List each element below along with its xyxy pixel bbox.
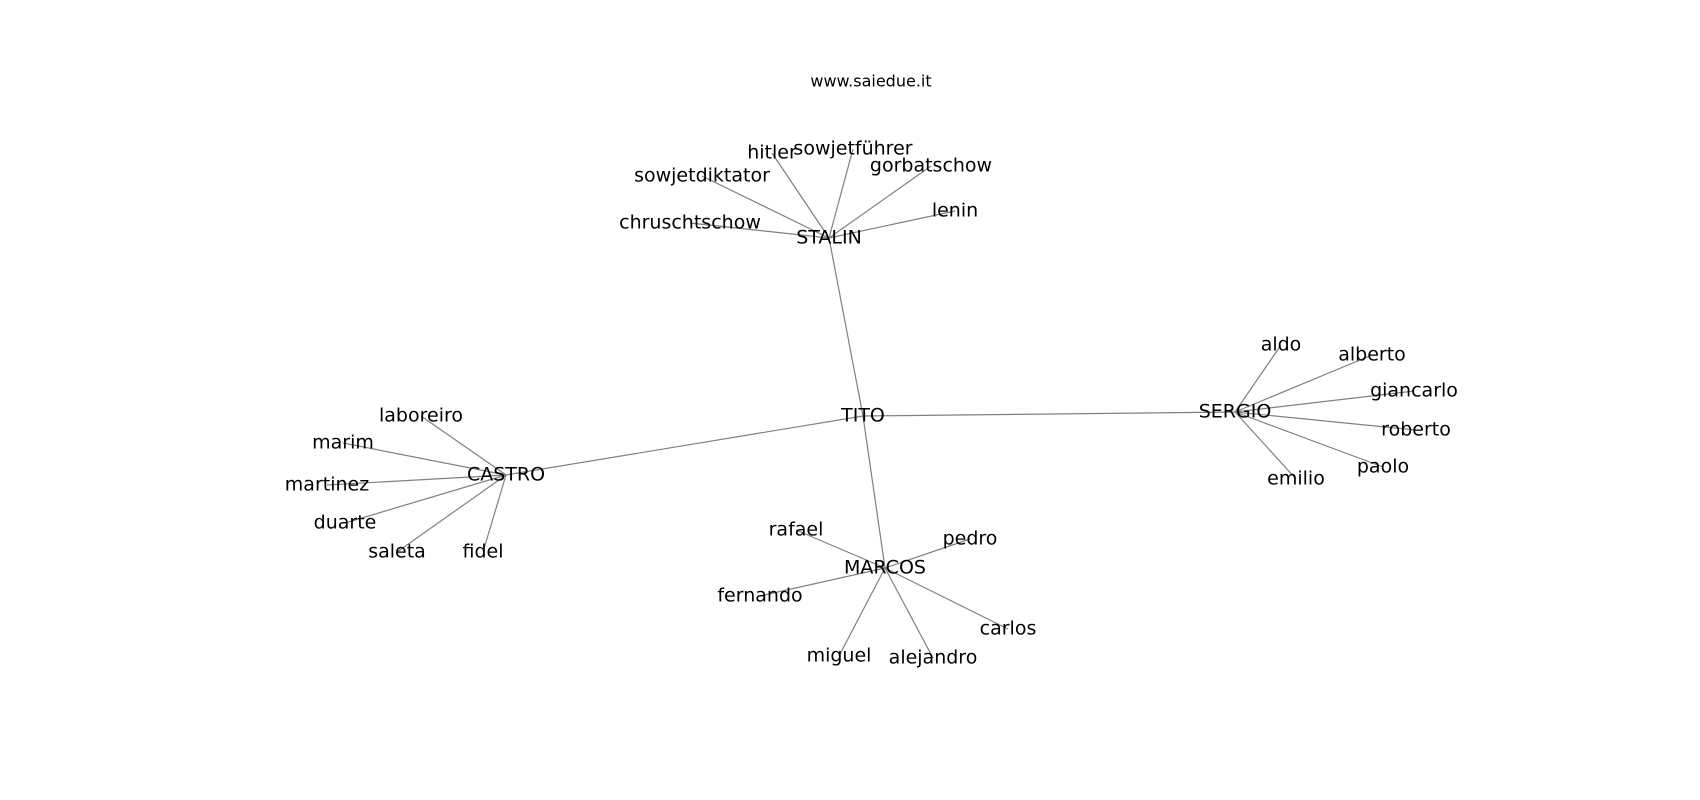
edge-stalin-sowjetführer [828,148,854,239]
edge-tito-stalin [828,237,864,417]
edge-castro-laboreiro [420,415,507,476]
edge-marcos-miguel [838,567,886,657]
node-label-martinez: martinez [285,474,369,496]
edge-marcos-pedro [884,538,971,569]
node-label-alberto: alberto [1338,344,1406,366]
node-label-sowjetführer: sowjetführer [793,138,912,160]
node-label-laboreiro: laboreiro [379,405,463,427]
edge-marcos-alejandro [884,567,934,659]
edge-tito-sergio [862,411,1236,417]
edges-group [326,148,1417,659]
edge-sergio-aldo [1234,344,1282,413]
edge-sergio-giancarlo [1234,390,1415,413]
node-label-roberto: roberto [1381,419,1451,441]
node-label-lenin: lenin [932,200,978,222]
edge-stalin-hitler [771,152,830,239]
edge-castro-martinez [326,474,507,486]
edge-sergio-emilio [1234,411,1297,480]
node-label-fidel: fidel [463,541,504,563]
edge-castro-fidel [482,474,507,553]
node-label-hitler: hitler [747,142,797,164]
node-label-miguel: miguel [807,645,872,667]
node-label-giancarlo: giancarlo [1370,380,1458,402]
edge-castro-saleta [396,474,507,553]
edge-sergio-alberto [1234,354,1373,413]
edge-stalin-gorbatschow [828,165,932,239]
watermark-text: www.saiedue.it [810,72,931,91]
node-label-chruschtschow: chruschtschow [619,212,761,234]
node-label-sowjetdiktator: sowjetdiktator [634,165,770,187]
edge-sergio-roberto [1234,411,1417,431]
node-label-aldo: aldo [1261,334,1302,356]
edge-castro-marim [342,442,507,476]
node-label-marim: marim [312,432,374,454]
node-label-sergio: SERGIO [1199,401,1272,423]
edge-marcos-rafael [795,529,886,569]
node-label-saleta: saleta [368,541,426,563]
node-label-marcos: MARCOS [844,557,926,579]
node-label-rafael: rafael [769,519,824,541]
edge-stalin-chruschtschow [689,222,830,239]
edge-castro-duarte [344,474,507,524]
edge-stalin-sowjetdiktator [701,175,830,239]
node-label-castro: CASTRO [467,464,545,486]
edge-sergio-paolo [1234,411,1384,468]
edge-tito-marcos [862,415,886,569]
node-label-fernando: fernando [717,585,802,607]
node-label-stalin: STALIN [796,227,862,249]
edge-tito-castro [505,415,864,476]
node-label-tito: TITO [840,405,885,427]
edge-marcos-fernando [759,567,886,597]
edge-marcos-carlos [884,567,1009,630]
node-label-emilio: emilio [1267,468,1325,490]
node-label-gorbatschow: gorbatschow [870,155,992,177]
node-label-pedro: pedro [943,528,998,550]
edge-stalin-lenin [828,210,956,239]
node-label-duarte: duarte [314,512,377,534]
node-label-alejandro: alejandro [889,647,978,669]
node-label-paolo: paolo [1357,456,1409,478]
node-label-carlos: carlos [980,618,1037,640]
